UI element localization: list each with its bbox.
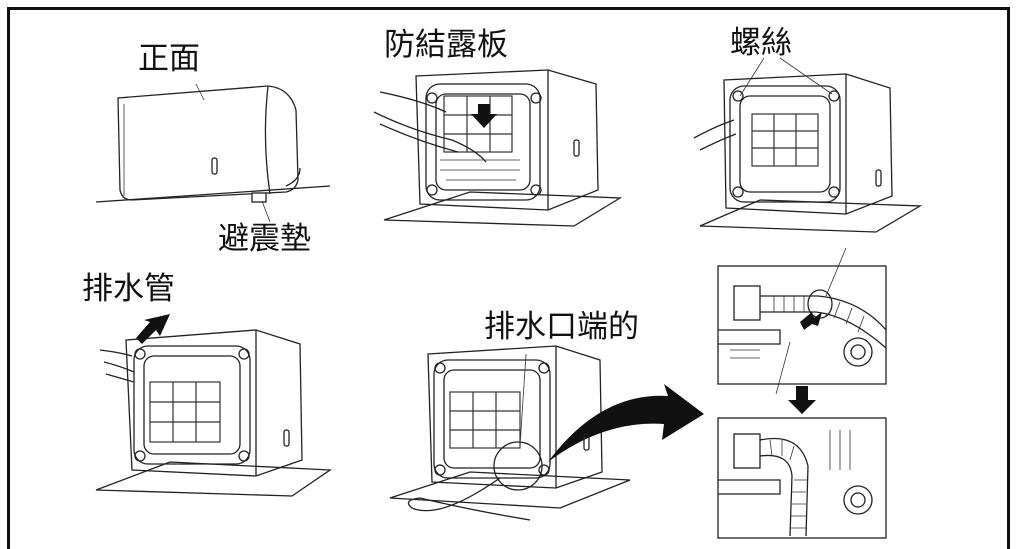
hose-detail-bottom [717, 417, 887, 539]
hose-detail-top [717, 247, 887, 395]
remove-cover-unit [373, 69, 623, 227]
screw-unit [693, 57, 923, 233]
drain-hose-unit [95, 314, 332, 497]
front-view-unit [95, 83, 331, 223]
label-anti-vibration-pad: 避震墊 [218, 221, 311, 257]
label-front: 正面 [138, 41, 200, 77]
label-drain-hose: 排水管 [82, 271, 175, 307]
label-screw: 螺絲 [730, 25, 792, 61]
label-condensation-cover: 防結露板 [384, 27, 508, 63]
label-drain-outlet-end: 排水口端的 [484, 309, 639, 345]
down-arrow [788, 386, 816, 414]
drain-outlet-unit [389, 345, 704, 521]
